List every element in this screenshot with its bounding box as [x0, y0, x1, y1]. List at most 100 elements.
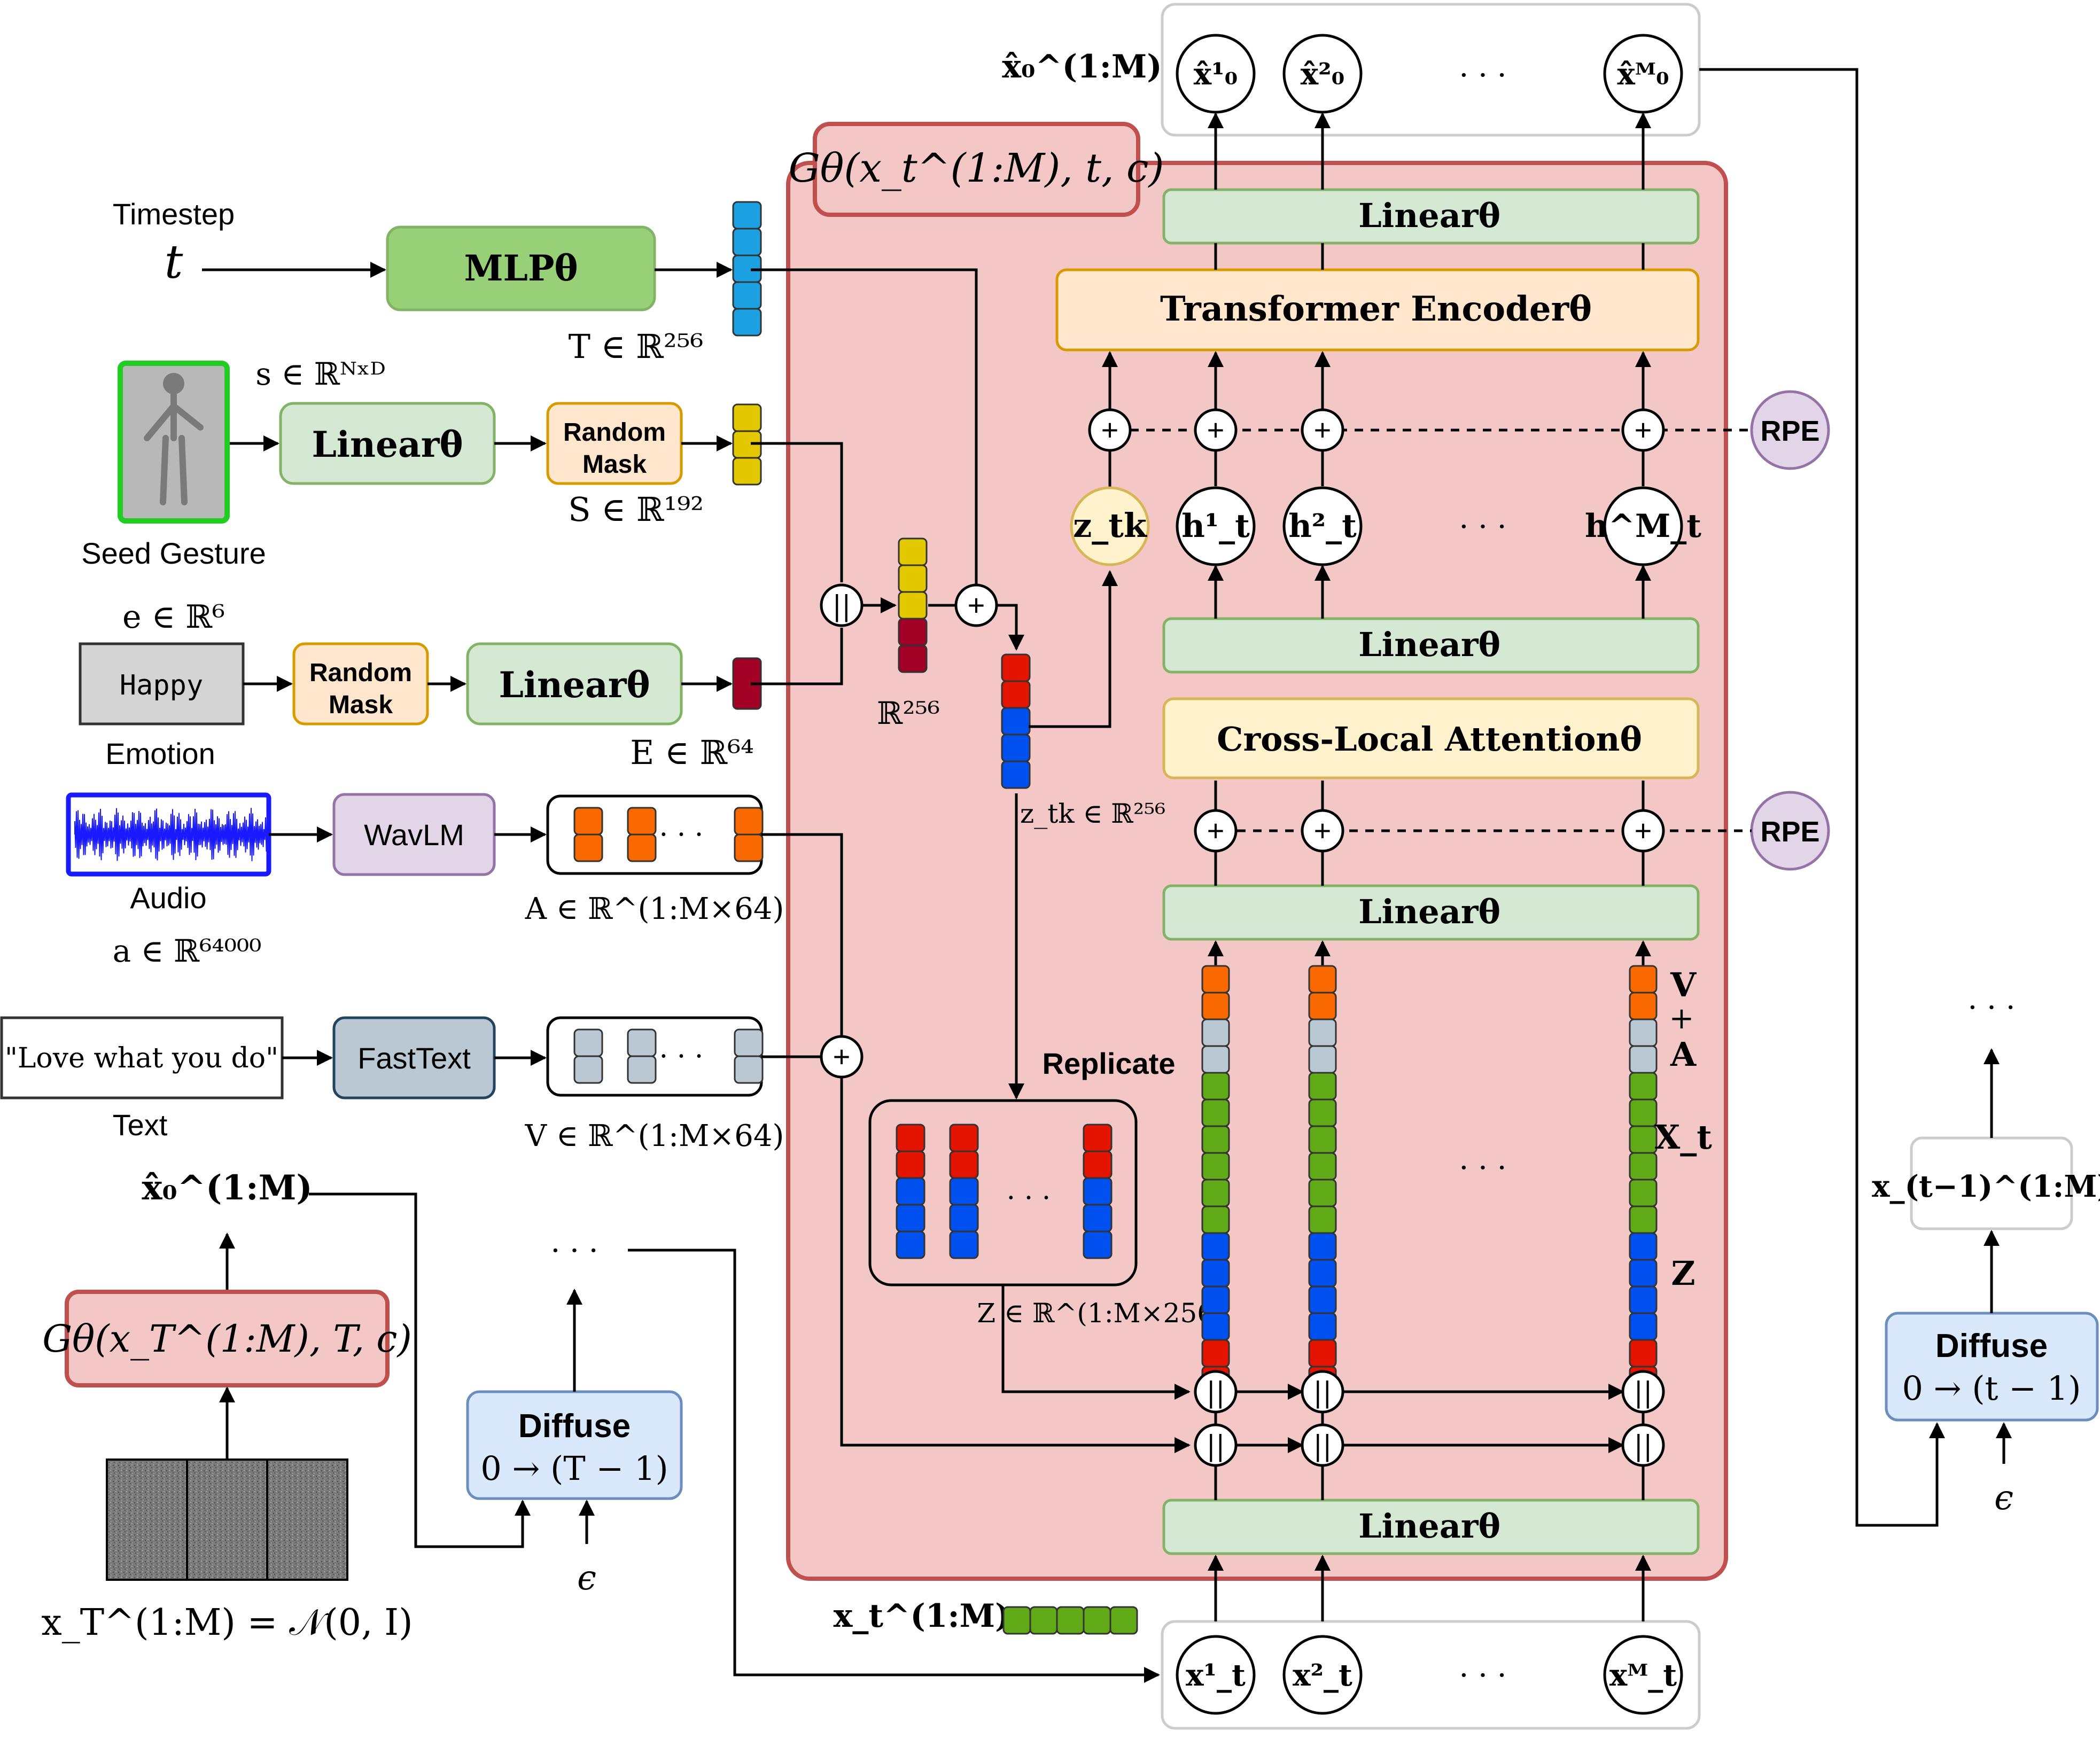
col-token-cell: [1629, 1285, 1658, 1314]
A-token-cell: [734, 807, 764, 836]
col-token-cell: [1629, 992, 1658, 1020]
rpe-node-top: [1750, 390, 1830, 470]
col-token-cell: [1308, 992, 1337, 1020]
cross-local-attention-label: Cross-Local Attentionθ: [1217, 720, 1642, 759]
h-label: h²_t: [1288, 508, 1357, 545]
column-flow-lines: [1102, 112, 1651, 1621]
col-token-cell: [1201, 1285, 1230, 1314]
Z-token-cell: [1083, 1177, 1113, 1206]
col-token-cell: [1308, 1179, 1337, 1207]
h-node: [1282, 486, 1363, 566]
Z-token-cell: [949, 1204, 979, 1233]
top-ellipsis: · · ·: [1459, 58, 1506, 93]
col-token-cell: [1201, 965, 1230, 994]
r256-label: ℝ²⁵⁶: [877, 695, 940, 731]
ztk-stack: [1001, 653, 1031, 789]
plus-node: [1301, 809, 1344, 853]
noise-frame-2: [186, 1459, 268, 1581]
col-token-cell: [1308, 1045, 1337, 1074]
col-token-cell: [1308, 1312, 1337, 1341]
linear-low-box: [1162, 884, 1700, 941]
plus-node: [1621, 809, 1665, 853]
input-node: [1282, 1635, 1363, 1715]
model-header-box: [813, 122, 1140, 217]
epsilon-t: ϵ: [1994, 1478, 2013, 1518]
col-token-cell: [1629, 1179, 1658, 1207]
V-token-cell: [627, 1028, 657, 1057]
ztk-node: [1070, 486, 1150, 566]
V-token-cell: [627, 1055, 657, 1084]
bottom-ellipsis: · · ·: [1459, 1658, 1506, 1693]
input-node: [1603, 1635, 1683, 1715]
concat-node: [1621, 1423, 1665, 1467]
text-feature-tokens: [573, 1028, 764, 1084]
epsilon-T: ϵ: [577, 1558, 596, 1598]
col-token-cell: [1201, 1045, 1230, 1074]
A-ellipsis: · · ·: [659, 819, 704, 851]
col-token-cell: [1629, 1259, 1658, 1288]
col-token-cell: [1629, 1152, 1658, 1181]
col-token-cell: [1201, 992, 1230, 1020]
mlp-label: MLPθ: [464, 247, 578, 289]
plus-node: [1301, 408, 1344, 452]
plus-sign: +: [1101, 413, 1119, 447]
linear-seed-label: Linearθ: [312, 424, 463, 465]
diffuse-t-title: Diffuse: [1935, 1328, 2048, 1364]
h-ellipsis: · · ·: [1459, 510, 1506, 544]
ztk-cell: [1001, 760, 1031, 789]
text-label: Text: [113, 1108, 168, 1142]
ztk-cell: [1001, 653, 1031, 682]
S-cell: [732, 457, 762, 486]
random-mask-seed-line1: Random: [563, 418, 666, 447]
input-label: x¹_t: [1186, 1658, 1246, 1693]
input-label: x²_t: [1293, 1658, 1352, 1693]
Z-dim-label: Z ∈ ℝ^(1:M×256): [977, 1298, 1224, 1329]
xt-green-cell: [1083, 1606, 1111, 1635]
V-token-cell: [573, 1028, 603, 1057]
replicate-label: Replicate: [1043, 1047, 1176, 1080]
concat-sign: ||: [1634, 1430, 1652, 1462]
linear-emotion-label: Linearθ: [499, 664, 650, 706]
plus-sign: +: [1314, 814, 1332, 847]
output-label: x̂¹₀: [1194, 57, 1238, 92]
random-mask-emotion-line2: Mask: [329, 691, 393, 719]
SE-cell: [898, 537, 928, 566]
concat-se-stack: [898, 537, 928, 673]
V-ellipsis: · · ·: [659, 1041, 704, 1073]
Z-token-cell: [949, 1230, 979, 1259]
col-token-cell: [1629, 1205, 1658, 1234]
audio-feature-tokens: [573, 807, 764, 862]
plus-node: [1621, 408, 1665, 452]
col-token-cell: [1629, 1098, 1658, 1127]
skeleton-icon: [144, 373, 204, 505]
SE-cell: [898, 618, 928, 646]
V-dim-label: V ∈ ℝ^(1:M×64): [525, 1119, 784, 1153]
col-token-cell: [1629, 1232, 1658, 1261]
input-node: [1176, 1635, 1256, 1715]
output-node: [1282, 34, 1363, 114]
emotion-label: Emotion: [105, 737, 215, 770]
linear-mid-label: Linearθ: [1358, 625, 1500, 664]
emotion-box: [79, 642, 245, 726]
plus-sign: +: [1314, 413, 1332, 447]
A-token-cell: [627, 833, 657, 862]
s-dim-label: s ∈ ℝᴺˣᴰ: [255, 356, 386, 392]
output-label: x̂²₀: [1301, 57, 1344, 92]
concat-node: [1194, 1423, 1238, 1467]
Z-letter: Z: [1671, 1254, 1695, 1293]
T-cell: [732, 281, 762, 310]
linear-top-box: [1162, 188, 1700, 245]
xt-green-cell: [1056, 1606, 1085, 1635]
A-token-cell: [734, 833, 764, 862]
Xt-letter: X_t: [1654, 1118, 1712, 1157]
col-token-cell: [1629, 1339, 1658, 1368]
token-columns: [1201, 965, 1658, 1394]
linear-low-label: Linearθ: [1358, 892, 1500, 931]
noise-frame-3: [266, 1459, 348, 1581]
g-theta-T-box: [65, 1290, 390, 1387]
col-token-cell: [1629, 1045, 1658, 1074]
ztk-node-label: z_tk: [1073, 506, 1148, 545]
concat-node: [1301, 1423, 1344, 1467]
concat-sign: ||: [1634, 1377, 1652, 1409]
col-token-cell: [1308, 1232, 1337, 1261]
